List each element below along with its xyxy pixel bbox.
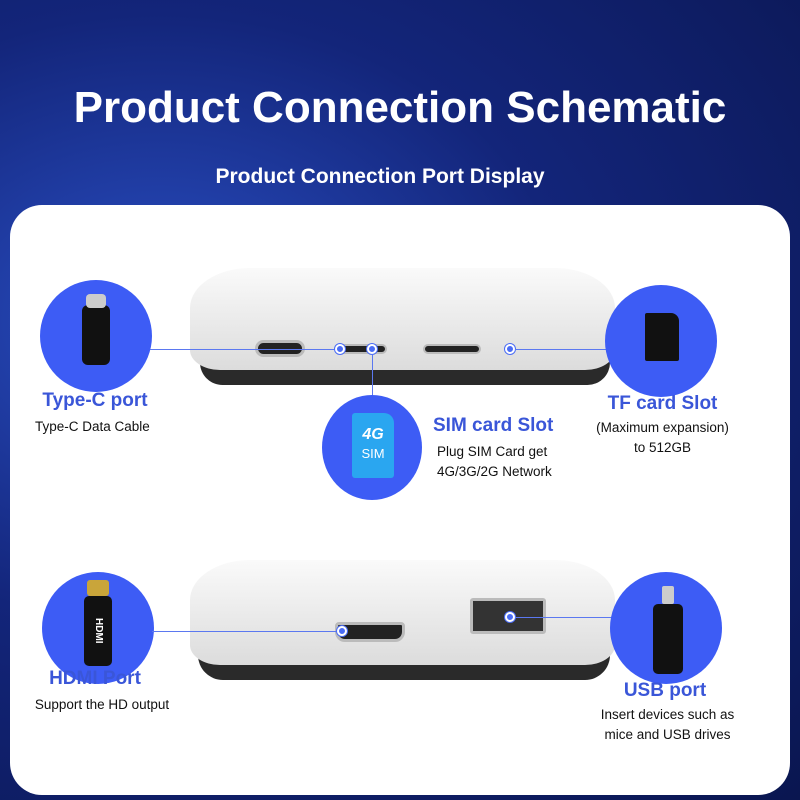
tf-label: TF card Slot [607, 393, 718, 414]
tf-desc-1: (Maximum expansion) [596, 420, 729, 435]
usb-label: USB port [623, 680, 707, 701]
usb-cable-icon [610, 572, 722, 684]
hdmi-label: HDMI Port [49, 668, 141, 689]
typec-cable-icon [40, 280, 152, 392]
typec-label: Type-C port [42, 390, 148, 411]
typec-desc: Type-C Data Cable [35, 419, 150, 434]
sim-card-icon: 4G SIM [322, 395, 422, 500]
hdmi-cable-icon: HDMI [42, 572, 154, 684]
tf-card-icon [605, 285, 717, 397]
sim-label: SIM card Slot [433, 415, 554, 436]
usb-desc-1: Insert devices such as [600, 707, 735, 722]
hdmi-desc: Support the HD output [34, 697, 170, 712]
usb-desc-2: mice and USB drives [604, 727, 731, 742]
tf-slot [423, 344, 481, 354]
usb-port-slot [470, 598, 546, 634]
sim-4g-text: 4G [362, 426, 384, 443]
sim-text: SIM [361, 446, 385, 461]
hdmi-icon-text: HDMI [84, 596, 112, 666]
page-subtitle: Product Connection Port Display [215, 165, 545, 188]
sim-desc-2: 4G/3G/2G Network [437, 464, 552, 479]
typec-port-slot [255, 340, 305, 357]
tf-desc-2: to 512GB [633, 440, 692, 455]
hdmi-port-slot [335, 622, 405, 642]
sim-desc-1: Plug SIM Card get [437, 444, 548, 459]
page-title: Product Connection Schematic [73, 83, 727, 132]
